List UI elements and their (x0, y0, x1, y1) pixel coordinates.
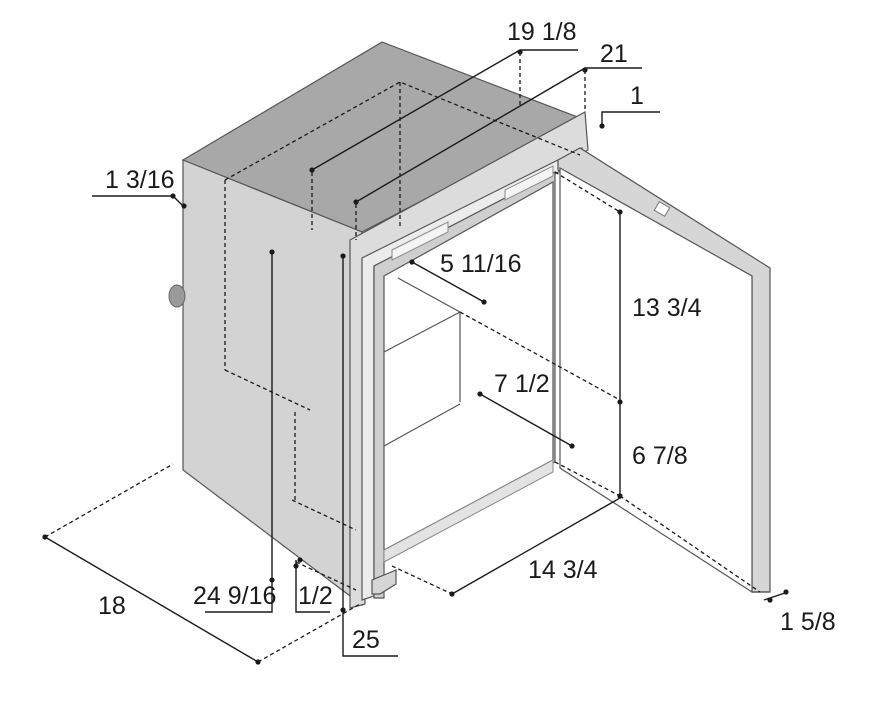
dim-ext-18-bottom (257, 603, 361, 663)
dim-line-14-3-4 (451, 497, 621, 595)
dim-line-1-3-16 (92, 195, 184, 207)
hidden-floor-back (459, 311, 621, 401)
dim-line-1-2 (295, 560, 330, 613)
dim-label-6-7-8: 6 7/8 (632, 442, 688, 470)
dim-label-7-1-2: 7 1/2 (494, 370, 550, 398)
dim-ext-1-5-8 (619, 495, 761, 593)
dim-dot (477, 391, 483, 397)
dim-dot (569, 443, 575, 449)
hidden-bottom-line (291, 499, 357, 531)
dim-line-1 (601, 111, 660, 126)
dim-label-24-9-16: 24 9/16 (193, 582, 276, 610)
dim-dot (181, 203, 187, 209)
interior-light-slot-right (504, 165, 554, 201)
dim-dot (255, 659, 261, 665)
dim-label-5-11-16: 5 11/16 (440, 250, 522, 278)
hidden-floor-front (554, 461, 621, 497)
dim-label-18: 18 (98, 592, 126, 620)
hidden-bottom-back (224, 369, 311, 411)
cabinet-foot (371, 569, 397, 595)
dim-dot (449, 591, 455, 597)
dim-dot (617, 399, 623, 405)
dim-dot (599, 123, 605, 129)
door-latch (653, 200, 671, 218)
dim-dot (309, 167, 315, 173)
interior-back-top (397, 277, 461, 313)
dim-dot (517, 49, 523, 55)
shelf-lower (383, 403, 461, 447)
dim-dot (409, 259, 415, 265)
dim-label-14-3-4: 14 3/4 (528, 556, 598, 584)
dim-dot (340, 607, 346, 613)
hidden-top-inner (554, 171, 621, 213)
dim-label-21: 21 (600, 40, 628, 68)
dim-line-7-1-2 (479, 393, 573, 447)
hidden-back-top (224, 81, 581, 181)
dim-dot (293, 563, 299, 569)
dim-dot (42, 534, 48, 540)
dim-ext-18-top (44, 463, 174, 538)
dim-dot (353, 199, 359, 205)
side-knob (168, 284, 186, 308)
shelf-upper (383, 311, 461, 353)
dim-label-13-3-4: 13 3/4 (632, 294, 702, 322)
dim-dot (481, 299, 487, 305)
dim-dot (269, 249, 275, 255)
dim-line-18 (44, 536, 259, 663)
dim-label-1-2: 1/2 (298, 582, 333, 610)
dim-dot (617, 209, 623, 215)
dim-label-19-1-8: 19 1/8 (507, 18, 577, 46)
dim-dot (170, 193, 176, 199)
dim-label-1-5-8: 1 5/8 (780, 608, 836, 636)
dim-line-24-9-16 (205, 252, 273, 613)
interior-light-slot-left (391, 221, 449, 261)
dim-dot (269, 577, 275, 583)
dim-label-1-3-16: 1 3/16 (105, 166, 175, 194)
dim-dot (767, 597, 773, 603)
dim-dot (582, 67, 588, 73)
dim-dot (783, 589, 789, 595)
dim-label-25: 25 (352, 626, 380, 654)
dim-line-5-11-16 (411, 261, 485, 303)
dim-line-25 (342, 256, 398, 657)
door-inner-panel (559, 166, 753, 594)
dim-dot (340, 253, 346, 259)
dim-label-1: 1 (630, 82, 644, 110)
interior-floor (383, 459, 554, 563)
hidden-floor-width (391, 565, 453, 595)
dim-dot (297, 557, 303, 563)
